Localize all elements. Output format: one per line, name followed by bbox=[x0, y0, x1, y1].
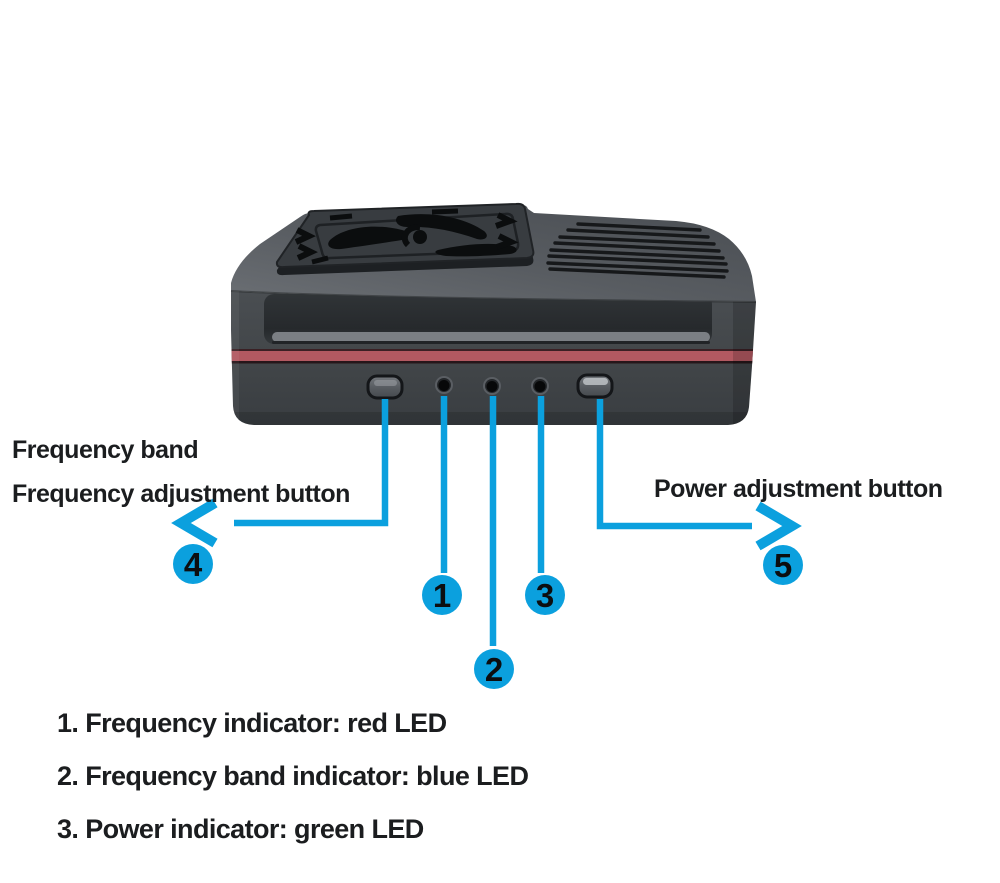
callout-lines bbox=[171, 396, 802, 646]
vent-slats bbox=[546, 222, 729, 279]
frequency-band-led-hole bbox=[483, 377, 501, 395]
left-edge-light bbox=[231, 291, 239, 425]
frequency-led-hole bbox=[435, 376, 453, 394]
front-controls bbox=[366, 373, 614, 400]
front-groove bbox=[264, 294, 712, 344]
red-stripe-band bbox=[231, 351, 756, 362]
power-led-hole bbox=[531, 377, 549, 395]
arrowhead-right-icon bbox=[755, 501, 802, 551]
fan-blade-cutouts bbox=[328, 214, 517, 257]
frequency-adjustment-button bbox=[366, 374, 404, 400]
marker-number-2: 2 bbox=[485, 651, 503, 688]
fan-corner-cutouts bbox=[294, 208, 519, 265]
marker-circle-4: 4 bbox=[173, 544, 213, 584]
top-front-seam bbox=[230, 290, 757, 303]
legend-item-frequency: 1. Frequency indicator: red LED bbox=[57, 708, 447, 738]
callout-markers: 1 2 3 4 5 bbox=[173, 544, 803, 689]
red-stripe bbox=[231, 349, 756, 364]
fan-grille bbox=[275, 202, 535, 276]
callout-line-5 bbox=[596, 399, 752, 530]
marker-circle-5: 5 bbox=[763, 545, 803, 585]
groove-lip-highlight bbox=[272, 332, 710, 342]
marker-number-5: 5 bbox=[774, 547, 792, 584]
power-adjustment-label: Power adjustment button bbox=[654, 475, 943, 503]
frequency-adjustment-label: Frequency adjustment button bbox=[12, 480, 350, 508]
marker-number-3: 3 bbox=[536, 577, 554, 614]
arrowhead-left-icon bbox=[171, 498, 218, 548]
marker-circle-1: 1 bbox=[422, 575, 462, 615]
callout-line-4 bbox=[234, 399, 389, 527]
frequency-band-label: Frequency band bbox=[12, 436, 199, 464]
marker-number-1: 1 bbox=[433, 577, 451, 614]
marker-number-4: 4 bbox=[184, 546, 203, 583]
legend-item-power: 3. Power indicator: green LED bbox=[57, 814, 424, 844]
legend: 1. Frequency indicator: red LED 2. Frequ… bbox=[57, 708, 529, 867]
marker-circle-2: 2 bbox=[474, 649, 514, 689]
legend-item-frequency-band: 2. Frequency band indicator: blue LED bbox=[57, 761, 529, 791]
marker-circle-3: 3 bbox=[525, 575, 565, 615]
power-adjustment-button bbox=[576, 373, 614, 399]
